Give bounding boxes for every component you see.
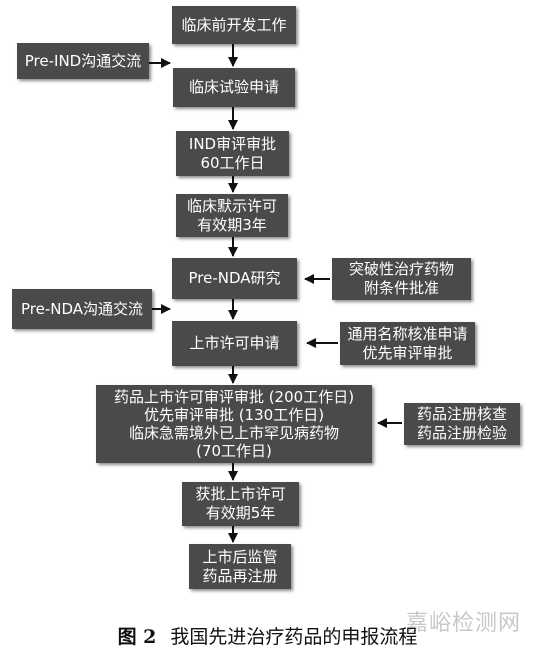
step-marketing-approval: 获批上市许可 有效期5年	[182, 482, 299, 526]
figure-caption: 图 2 我国先进治疗药品的申报流程	[0, 622, 535, 649]
side-pre-nda-communication: Pre-NDA沟通交流	[12, 289, 152, 329]
step-implied-approval-line2: 有效期3年	[197, 215, 267, 234]
step-marketing-review: 药品上市许可审评审批 (200工作日) 优先审评审批 (130工作日) 临床急需…	[96, 385, 372, 463]
step-pre-nda-research-line1: Pre-NDA研究	[188, 269, 281, 287]
step-implied-approval-line1: 临床默示许可	[186, 196, 277, 215]
side-generic-name-line1: 通用名称核准申请	[347, 324, 468, 343]
side-registration-inspection: 药品注册核查 药品注册检验	[404, 403, 520, 445]
side-breakthrough-line2: 附条件批准	[363, 279, 439, 297]
side-inspection-line2: 药品注册检验	[416, 424, 507, 442]
side-pre-ind-line1: Pre-IND沟通交流	[24, 51, 142, 70]
side-generic-name-line2: 优先审评审批	[362, 343, 453, 362]
side-breakthrough-line1: 突破性治疗药物	[348, 260, 454, 278]
step-marketing-review-line4: (70工作日)	[196, 442, 272, 460]
side-breakthrough-therapy: 突破性治疗药物 附条件批准	[332, 258, 471, 300]
step-pre-nda-research: Pre-NDA研究	[172, 258, 297, 299]
step-ind-review-line2: 60工作日	[200, 153, 265, 172]
figure-title: 我国先进治疗药品的申报流程	[170, 626, 418, 648]
step-post-market-line1: 上市后监管	[202, 547, 278, 566]
side-pre-nda-line1: Pre-NDA沟通交流	[20, 299, 144, 318]
side-inspection-line1: 药品注册核查	[416, 405, 507, 423]
step-marketing-application-line1: 上市许可申请	[189, 334, 280, 352]
step-ind-review: IND审评审批 60工作日	[176, 131, 289, 176]
step-marketing-review-line2: 优先审评审批 (130工作日)	[143, 406, 325, 424]
step-post-market: 上市后监管 药品再注册	[189, 544, 291, 589]
step-marketing-approval-line1: 获批上市许可	[195, 485, 286, 503]
step-marketing-review-line1: 药品上市许可审评审批 (200工作日)	[113, 388, 355, 406]
step-post-market-line2: 药品再注册	[202, 566, 278, 585]
step-implied-approval: 临床默示许可 有效期3年	[176, 194, 288, 237]
side-generic-name-approval: 通用名称核准申请 优先审评审批	[340, 322, 475, 365]
step-ind-review-line1: IND审评审批	[188, 134, 277, 153]
watermark: 嘉峪检测网	[405, 611, 521, 636]
figure-label: 图 2	[117, 626, 157, 648]
side-pre-ind-communication: Pre-IND沟通交流	[17, 43, 149, 79]
step-marketing-review-line3: 临床急需境外已上市罕见病药物	[128, 424, 339, 442]
step-preclinical-line1: 临床前开发工作	[181, 15, 287, 34]
step-marketing-approval-line2: 有效期5年	[205, 504, 276, 522]
step-marketing-application: 上市许可申请	[172, 321, 297, 366]
step-preclinical: 临床前开发工作	[172, 6, 296, 44]
step-clinical-trial-line1: 临床试验申请	[188, 78, 279, 96]
step-clinical-trial-application: 临床试验申请	[173, 68, 295, 107]
